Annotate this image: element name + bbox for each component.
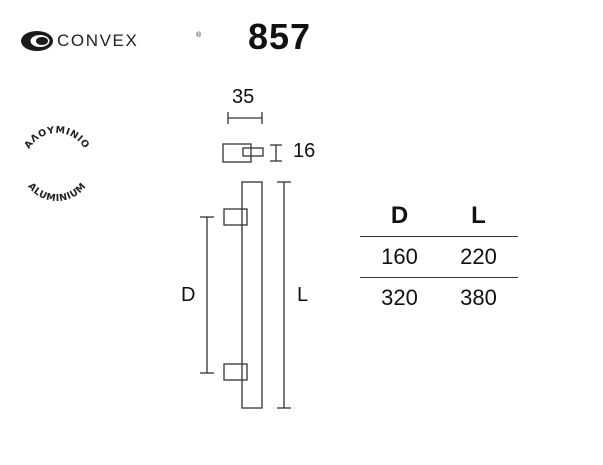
model-number: 857 [248,16,312,57]
size-table: D L 160 220 320 380 [360,196,518,318]
size-table-header-d: D [360,196,439,237]
convex-logo-icon [21,31,53,51]
handle-top-view-bar [222,143,252,163]
size-table-cell: 380 [460,285,497,310]
table-row: 160 220 [360,236,518,278]
width-dimension-label: 35 [232,86,255,108]
brand-logo: CONVEX ® [20,30,210,54]
brand-name: CONVEX [57,31,139,50]
handle-side-view-bar [241,181,263,409]
table-row: 320 380 [360,278,518,319]
size-table-cell: 160 [360,236,439,278]
depth-dimension-label: 16 [293,140,316,162]
size-table-cell: 220 [439,236,518,278]
handle-bottom-mounting-post [223,363,248,381]
handle-top-mounting-post [223,208,248,226]
length-label: L [297,284,309,306]
center-distance-label: D [181,284,196,306]
handle-top-view-post [242,147,264,157]
size-table-cell: 320 [381,285,418,310]
size-table-header-row: D L [360,196,518,237]
material-seal: ΑΛΟΥΜΙΝΙΟ ALUMINIUM [22,125,90,205]
registered-mark: ® [196,32,202,39]
size-table-header-l: L [439,196,518,237]
